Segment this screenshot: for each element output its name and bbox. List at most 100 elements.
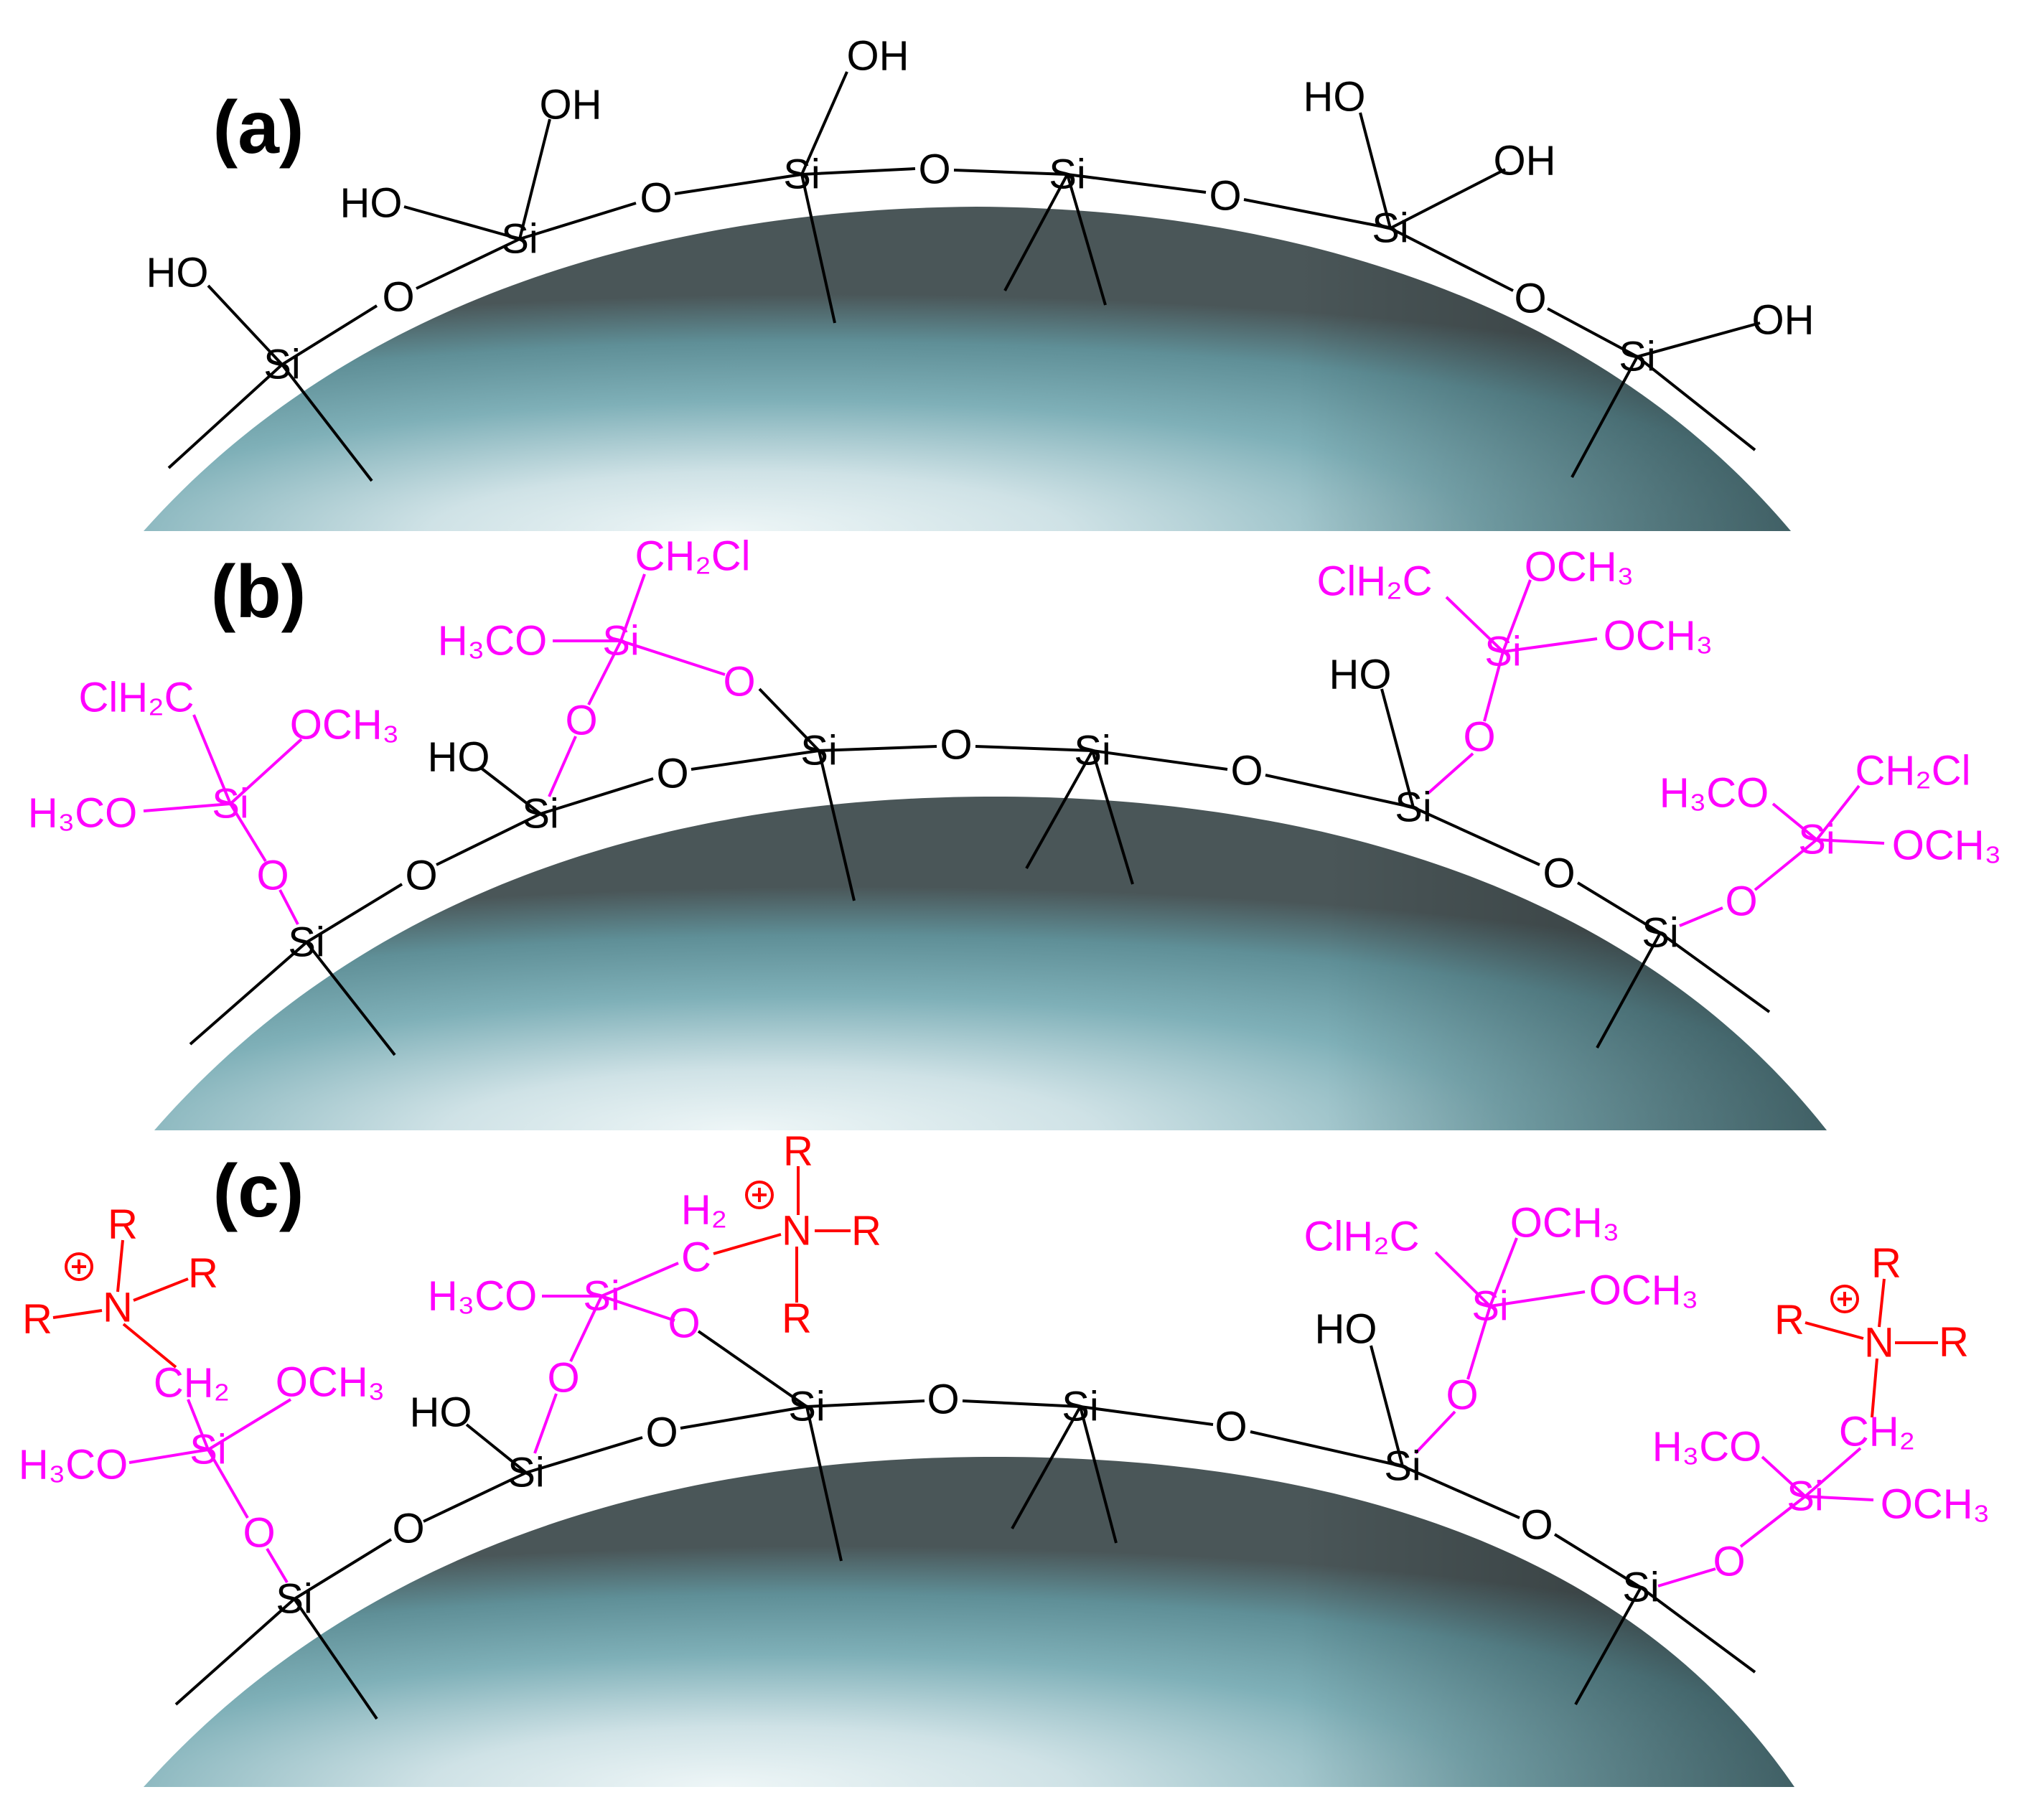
atom-text: Si	[1372, 205, 1409, 252]
atom-text: Si	[263, 342, 301, 388]
atom-text: Si	[1484, 629, 1522, 675]
atom-text: Si	[1619, 334, 1656, 380]
atom-label: O	[723, 659, 755, 705]
atom-text: HO	[410, 1389, 472, 1436]
atom-label: Si	[1062, 1384, 1099, 1430]
bonds-a	[167, 71, 1761, 482]
atom-text: O	[405, 853, 437, 899]
atom-text: HO	[1315, 1306, 1377, 1353]
atom-text: H₃CO	[1660, 770, 1769, 817]
atom-text: OCH₃	[1881, 1481, 1990, 1528]
atom-text: ClH₂C	[1316, 558, 1432, 605]
bonds-b	[189, 688, 1771, 1056]
atom-label: O	[243, 1510, 275, 1557]
silica-sphere-a	[144, 207, 1791, 531]
panel-b	[143, 573, 1885, 1130]
atom-text: HO	[1303, 74, 1366, 121]
atom-label: OCH₃	[1604, 613, 1713, 660]
atom-label: C	[681, 1234, 711, 1281]
atom-text: HO	[428, 734, 490, 781]
grafts-b	[143, 573, 1885, 927]
atom-label: ClH₂C	[1316, 558, 1432, 605]
atom-text: Si	[1384, 1443, 1421, 1490]
atom-text: Si	[1062, 1384, 1099, 1430]
atom-label: Si	[783, 151, 820, 198]
atom-label: HO	[1315, 1306, 1377, 1353]
atom-label: R	[782, 1295, 812, 1342]
atom-text: O	[1725, 878, 1757, 925]
atom-text: H₃CO	[428, 1273, 538, 1320]
atom-text: O	[1514, 276, 1546, 322]
atom-label: CH₂Cl	[635, 533, 750, 580]
atom-label: HO	[146, 250, 209, 296]
atom-label: Si	[1798, 817, 1835, 863]
atom-text: O	[256, 853, 289, 899]
panel-label-a: (a)	[212, 86, 304, 169]
atom-text: HO	[1329, 652, 1392, 698]
bonds-c	[174, 1330, 1756, 1720]
atom-text: Si	[783, 151, 820, 198]
atom-text: O	[656, 751, 688, 797]
atom-label: R	[1871, 1240, 1901, 1287]
atom-text: Si	[1471, 1283, 1509, 1330]
atom-text: R	[108, 1201, 138, 1248]
atom-label: O	[1463, 714, 1495, 761]
atom-label: H₃CO	[438, 618, 548, 665]
atom-label: N	[103, 1285, 133, 1331]
atom-text: Si	[288, 919, 325, 966]
atom-label: ClH₂C	[1303, 1214, 1419, 1260]
atom-label: Si	[1384, 1443, 1421, 1490]
atom-label: OCH₃	[290, 702, 400, 749]
atom-text: OH	[1752, 297, 1815, 344]
atom-label: O	[392, 1506, 424, 1552]
atom-text: OH	[540, 82, 602, 128]
atom-text: ClH₂C	[78, 675, 194, 721]
atom-text: Si	[800, 728, 838, 774]
atom-label: OH	[540, 82, 602, 128]
atom-text: Si	[189, 1427, 227, 1473]
atom-label: OCH₃	[1525, 544, 1634, 591]
atom-label: HO	[410, 1389, 472, 1436]
atom-label: O	[918, 146, 950, 193]
atom-label: O	[1725, 878, 1757, 925]
atom-text: O	[918, 146, 950, 193]
atom-text: OCH₃	[1589, 1267, 1699, 1314]
atom-label: OCH₃	[1881, 1481, 1990, 1528]
atom-text: OCH₃	[1892, 822, 2002, 869]
atom-label: R	[1774, 1297, 1805, 1343]
atom-text: R	[1871, 1240, 1901, 1287]
atom-text: CH₂	[154, 1360, 230, 1407]
atom-label: R	[108, 1201, 138, 1248]
atom-label: HO	[1329, 652, 1392, 698]
atom-label: OCH₃	[1589, 1267, 1699, 1314]
atom-text: Si	[1798, 817, 1835, 863]
atom-text: CH₂	[1839, 1409, 1915, 1455]
atom-text: Si	[1395, 784, 1432, 831]
atom-text: HO	[146, 250, 209, 296]
atom-label: Si	[212, 781, 249, 827]
atom-label: O	[668, 1300, 700, 1347]
atom-text: CH₂Cl	[635, 533, 750, 580]
atom-text: H₃CO	[28, 790, 138, 837]
atom-label: R	[783, 1128, 813, 1175]
atom-text: R	[851, 1208, 881, 1254]
atom-label: O	[405, 853, 437, 899]
atom-label: Si	[1049, 151, 1086, 198]
atom-text: Si	[522, 791, 559, 838]
atom-label: HO	[428, 734, 490, 781]
atom-text: O	[1713, 1539, 1745, 1585]
atom-text: H₃CO	[19, 1442, 128, 1488]
atom-label: O	[1214, 1404, 1247, 1450]
atom-text: O	[927, 1376, 959, 1423]
atom-label: OCH₃	[1510, 1200, 1620, 1247]
atom-text: OCH₃	[1510, 1200, 1620, 1247]
atom-label: O	[565, 698, 597, 744]
atom-label: Si	[1484, 629, 1522, 675]
atom-text: H₂	[681, 1187, 727, 1234]
atom-label: O	[656, 751, 688, 797]
atom-label: Si	[602, 618, 640, 665]
atom-label: Si	[288, 919, 325, 966]
grafts-c	[128, 1237, 1874, 1587]
atom-label: H₃CO	[1652, 1424, 1762, 1470]
atom-label: HO	[340, 180, 403, 227]
